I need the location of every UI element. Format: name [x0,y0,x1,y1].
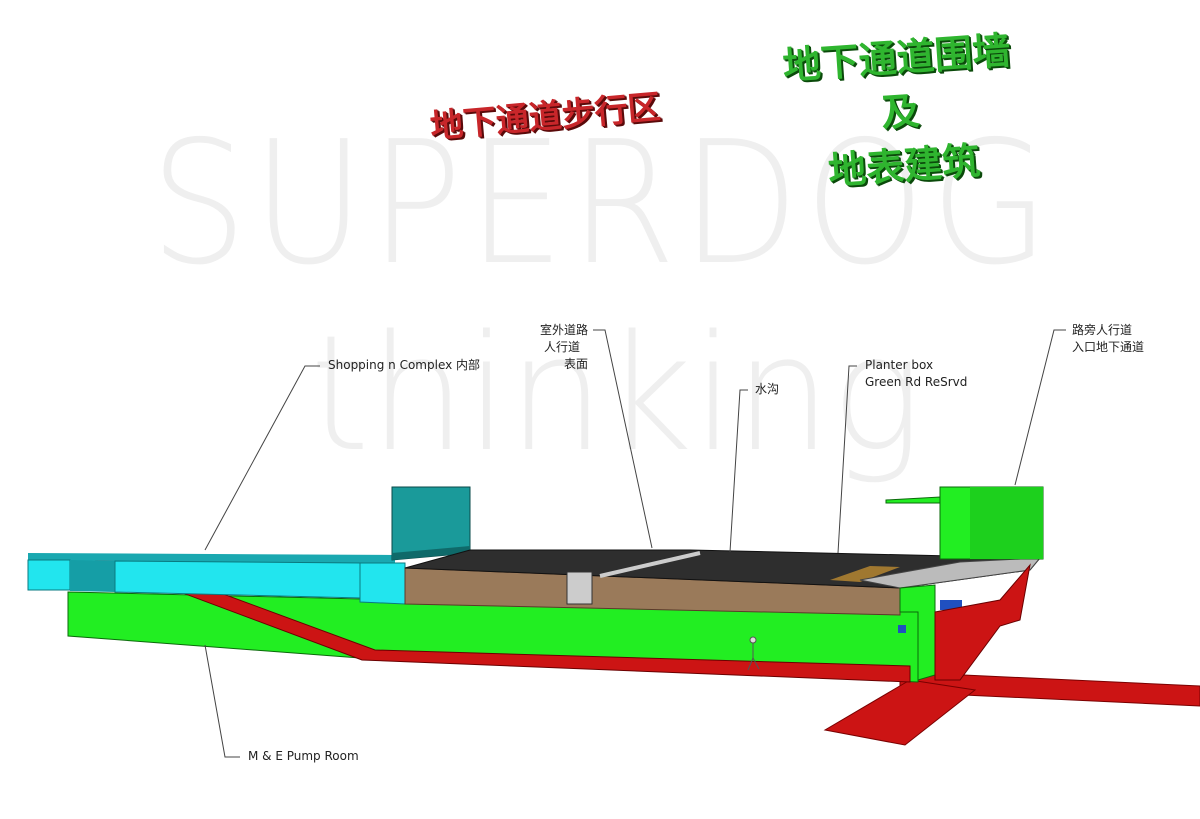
watermark-superdog: SUPERDOG [150,105,1055,303]
label-roadside-entrance: 路旁人行道 入口地下通道 [1072,322,1144,356]
label-planter-box: Planter box Green Rd ReSrvd [865,357,967,391]
shopping-deck-inner [70,560,115,592]
teal-wall-base [392,546,470,560]
blue-fixture [940,600,962,610]
label-line: Green Rd ReSrvd [865,375,968,389]
label-drain: 水沟 [755,382,780,396]
watermark-thinking: thinking [310,300,923,487]
title-wall-surface: 地下通道围墙 及 地表建筑 [770,23,1031,202]
label-shopping-complex: Shopping n Complex 内部 [328,358,481,372]
pavement-kerb [599,551,701,578]
planter-tray [885,496,941,504]
label-line: 路旁人行道 [1072,323,1133,337]
surface-building-side [970,487,1043,559]
pedestrian-figure [747,636,760,671]
leader-pavement [593,329,653,549]
label-line: Planter box [865,358,934,372]
label-line: 人行道 [543,340,580,354]
right-paving-layers [859,557,1042,589]
label-line: 入口地下通道 [1072,340,1145,354]
leader-planter [837,365,857,554]
blue-fixture-small [898,625,906,633]
leader-drain [729,389,748,553]
shopping-deck-top [28,553,395,564]
leader-entrance [1014,329,1066,486]
planter-strip [830,566,900,582]
shopping-deck-front [27,559,71,591]
label-outdoor-pavement: 室外道路 人行道 表面 [520,322,588,373]
leader-pump [204,644,240,758]
shopping-deck-strip [114,560,363,599]
entrance-stair [934,563,1031,681]
underpass-floor-down [823,679,977,746]
label-line: 室外道路 [539,323,588,337]
entrance-wall [899,584,936,681]
leader-shopping [204,365,320,551]
label-line: 表面 [563,357,588,371]
label-pump-room: M & E Pump Room [248,749,359,763]
drain [566,571,593,605]
cyan-block [359,562,406,605]
